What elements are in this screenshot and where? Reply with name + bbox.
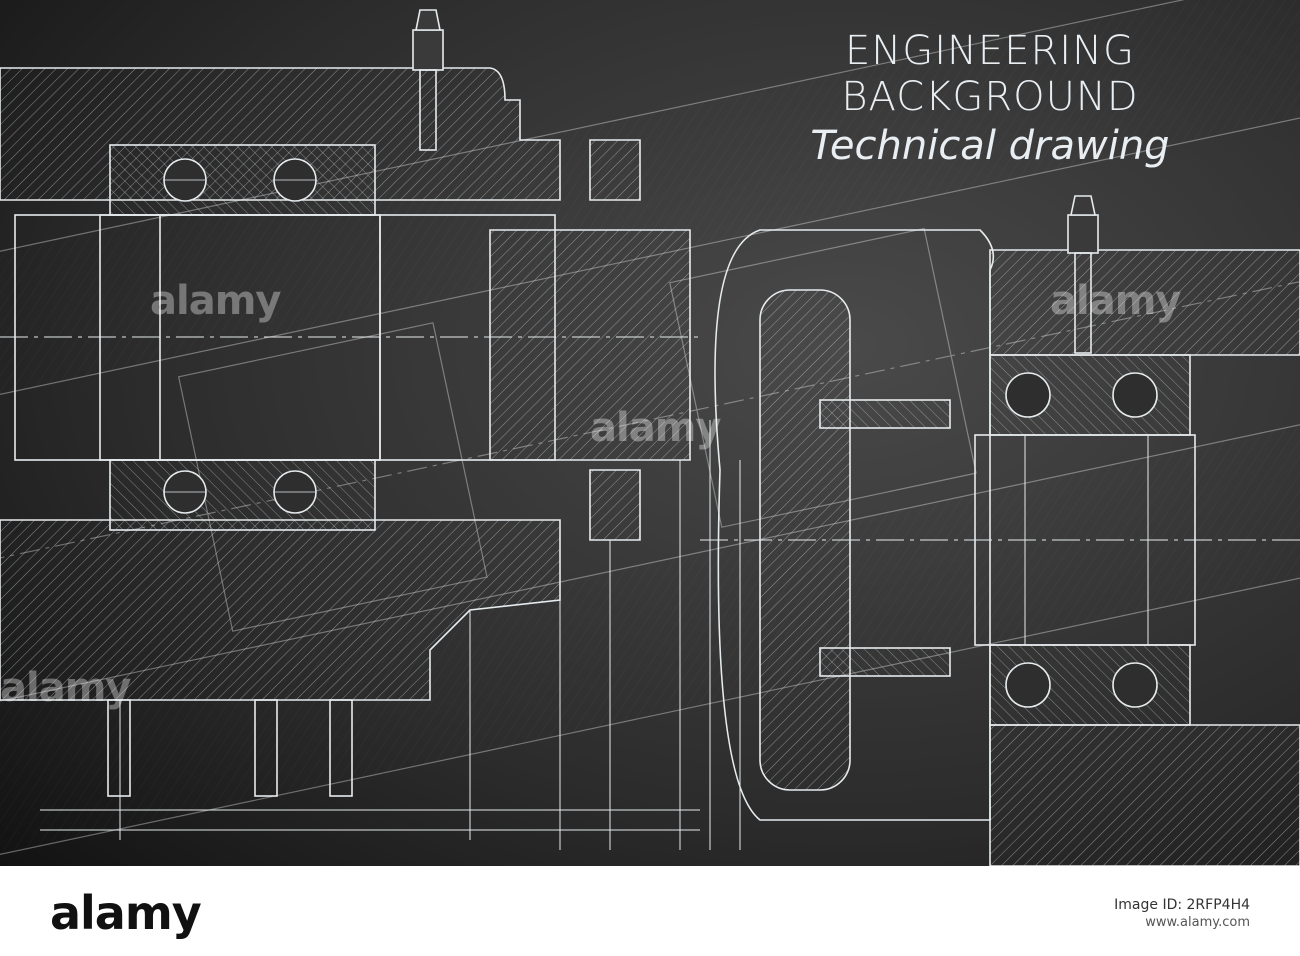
technical-drawing (0, 0, 1300, 866)
site-url[interactable]: www.alamy.com (1145, 915, 1250, 930)
bearing-bottom-left (109, 459, 376, 531)
left-housing-lower (0, 519, 561, 701)
watermark: alamy (590, 405, 721, 451)
image-id-block: Image ID: 2RFP4H4 www.alamy.com (1114, 896, 1250, 932)
right-housing-upper (989, 249, 1300, 356)
right-housing-lower (989, 724, 1300, 866)
title-line-engineering: ENGINEERING (845, 28, 1135, 74)
bearing-top-right (989, 354, 1191, 436)
grease-nipple-right (1067, 195, 1099, 354)
main-assembly (0, 9, 1300, 866)
alamy-logo[interactable]: alamy (50, 886, 202, 940)
subtitle-technical-drawing: Technical drawing (810, 123, 1170, 169)
footer-bar: alamy Image ID: 2RFP4H4 www.alamy.com (0, 866, 1300, 956)
bottom-studs (107, 699, 353, 797)
title-block: ENGINEERING BACKGROUND Technical drawing (760, 28, 1220, 172)
grease-nipple-left (412, 9, 444, 151)
image-id: Image ID: 2RFP4H4 (1114, 897, 1250, 913)
title-line-background: BACKGROUND (841, 74, 1139, 120)
watermark: alamy (0, 665, 131, 711)
left-gear-section (489, 229, 691, 461)
bearing-top-left (109, 144, 376, 216)
watermark: alamy (150, 278, 281, 324)
bearing-bottom-right (989, 644, 1191, 726)
watermark: alamy (1050, 278, 1181, 324)
